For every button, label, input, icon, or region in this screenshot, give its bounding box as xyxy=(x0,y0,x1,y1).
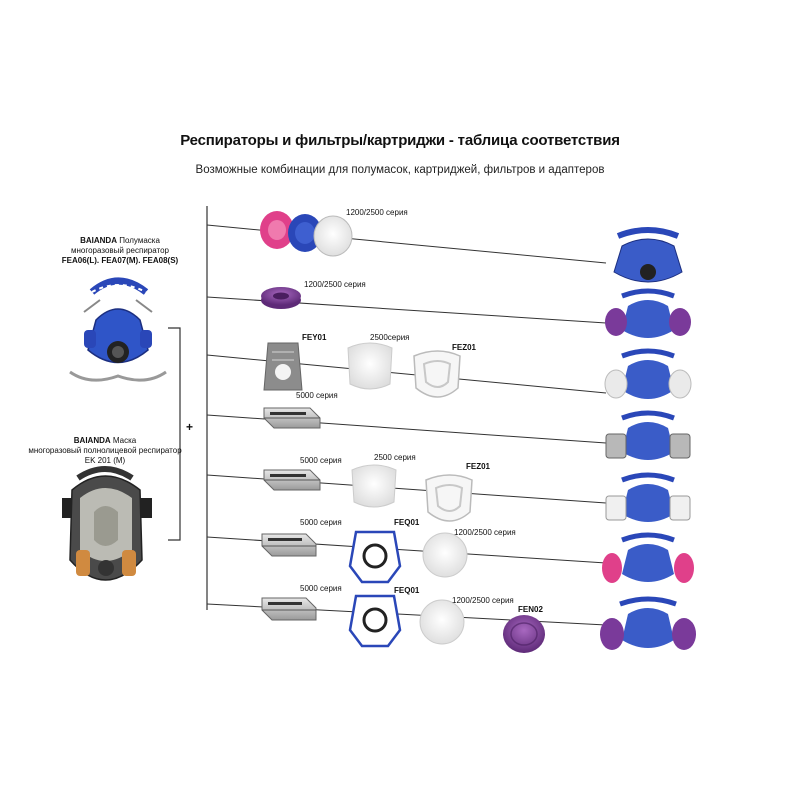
row5-label-5000: 5000 серия xyxy=(300,456,342,465)
full-mask-caption: BAIANDA Маска многоразовый полнолицевой … xyxy=(20,436,190,466)
row2-filter-purple xyxy=(261,287,301,309)
row1-filter-blue xyxy=(288,214,322,252)
assembled-mask-3 xyxy=(604,348,692,399)
row3-prefilter-2500 xyxy=(347,342,393,390)
half-mask-models: FEA06(L). FEA07(M). FEA08(S) xyxy=(61,256,179,265)
row5-label-fez01: FEZ01 xyxy=(466,462,491,471)
half-mask-name: Полумаска xyxy=(119,236,160,245)
assembled-mask-1 xyxy=(613,227,683,283)
half-mask-image xyxy=(69,277,167,382)
full-mask-image xyxy=(62,466,152,581)
row3-label-fez01: FEZ01 xyxy=(452,343,477,352)
assembled-mask-4 xyxy=(605,410,691,460)
row6-filter-white xyxy=(422,532,468,578)
row7-label-fen02: FEN02 xyxy=(518,605,543,614)
half-mask-brand: BAIANDA xyxy=(80,236,117,245)
row6-label-series: 1200/2500 серия xyxy=(454,528,516,537)
row7-filter-purple-fen02 xyxy=(503,615,545,653)
left-bracket xyxy=(168,327,181,541)
row6-label-feq01: FEQ01 xyxy=(394,518,420,527)
assembled-mask-2 xyxy=(605,288,691,338)
assembled-mask-7 xyxy=(600,596,696,650)
row7-retainer-feq01 xyxy=(348,594,402,648)
full-mask-model: EK 201 (M) xyxy=(84,456,126,465)
plus-sign: + xyxy=(186,420,194,434)
page-title: Респираторы и фильтры/картриджи - таблиц… xyxy=(180,132,620,149)
row5-prefilter-2500 xyxy=(351,464,397,508)
row3-holder-fez01 xyxy=(413,350,461,398)
row3-label-5000: 5000 серия xyxy=(296,391,338,400)
row4-cartridge xyxy=(263,407,321,429)
full-mask-brand: BAIANDA xyxy=(73,436,111,445)
row5-cartridge xyxy=(263,469,321,491)
assembled-mask-6 xyxy=(602,532,694,583)
row7-label-series: 1200/2500 серия xyxy=(452,596,514,605)
page-subtitle: Возможные комбинации для полумасок, карт… xyxy=(195,164,605,176)
row7-cartridge xyxy=(261,597,317,621)
half-mask-caption: BAIANDA Полумаска многоразовый респирато… xyxy=(30,236,210,266)
row1-filter-pink xyxy=(260,211,294,249)
row1-label-series: 1200/2500 серия xyxy=(346,208,408,217)
row1-filter-white xyxy=(313,215,353,257)
row7-label-feq01: FEQ01 xyxy=(394,586,420,595)
row7-filter-white xyxy=(419,599,465,645)
row6-label-5000: 5000 серия xyxy=(300,518,342,527)
row2-label-series: 1200/2500 серия xyxy=(304,280,366,289)
assembled-mask-5 xyxy=(605,472,691,522)
half-mask-type: многоразовый респиратор xyxy=(71,246,169,255)
row5-label-2500: 2500 серия xyxy=(374,453,416,462)
row5-holder-fez01 xyxy=(425,474,473,522)
row3-adapter-fey01 xyxy=(263,342,303,391)
row6-cartridge xyxy=(261,533,317,557)
row7-label-5000: 5000 серия xyxy=(300,584,342,593)
full-mask-type: многоразовый полнолицевой респиратор xyxy=(28,446,182,455)
row3-label-fey01: FEY01 xyxy=(302,333,327,342)
row3-label-2500: 2500серия xyxy=(370,333,410,342)
row6-retainer-feq01 xyxy=(348,530,402,584)
full-mask-name: Маска xyxy=(112,436,137,445)
